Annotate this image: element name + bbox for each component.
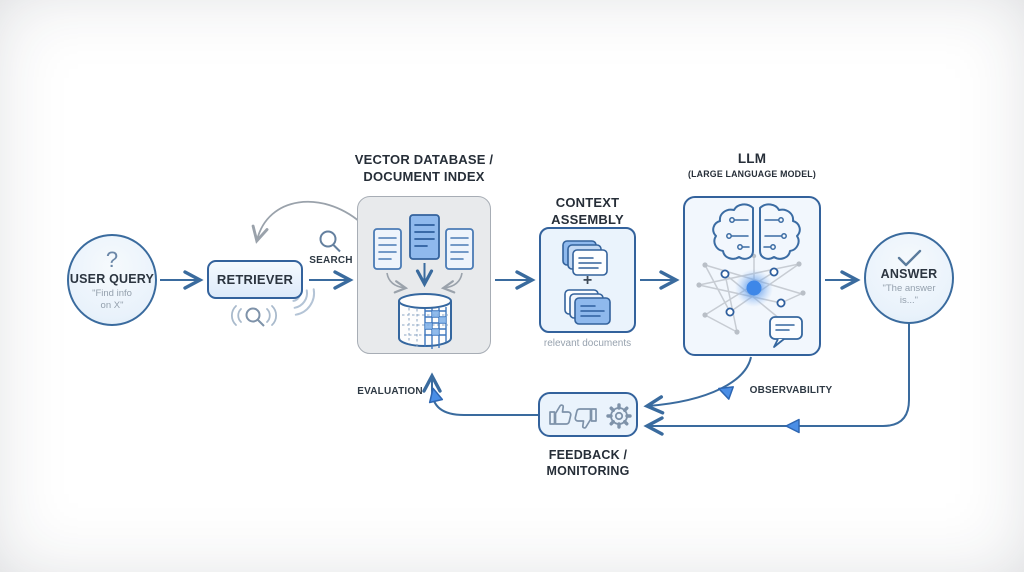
user-query-quote-line1: "Find info [92, 287, 132, 299]
relevant-documents-caption: relevant documents [543, 338, 632, 349]
llm-title: LLM (LARGE LANGUAGE MODEL) [687, 151, 817, 179]
document-icon-center [409, 214, 440, 260]
node-llm [683, 196, 821, 356]
answer-loop-arrowhead [785, 418, 800, 434]
node-context-assembly [539, 227, 636, 333]
node-user-query: ? USER QUERY "Find info on X" [67, 234, 157, 326]
search-edge-label: SEARCH [309, 255, 353, 266]
observability-arrowhead [718, 386, 734, 400]
arrow-rightdoc-to-db [440, 272, 463, 294]
retriever-label: RETRIEVER [216, 272, 294, 287]
evaluation-edge-label: EVALUATION [357, 386, 423, 397]
user-query-label: USER QUERY [69, 271, 155, 286]
node-vector-database [357, 196, 491, 354]
speech-bubble-icon [769, 316, 803, 348]
document-icon-left [373, 228, 402, 270]
answer-label: ANSWER [880, 267, 938, 282]
context-assembly-title: CONTEXT ASSEMBLY [551, 195, 624, 227]
arrow-feedback-to-vectordb-evaluation [422, 372, 539, 416]
feedback-label: FEEDBACK / MONITORING [546, 448, 630, 479]
thumbs-down-icon [574, 408, 597, 429]
database-cylinder-icon [398, 293, 452, 349]
observability-edge-label: OBSERVABILITY [749, 385, 833, 396]
card-stack-bottom-icon [564, 289, 611, 325]
context-assembly-icons [562, 240, 611, 325]
llm-icons [696, 203, 806, 348]
network-graph-icon [696, 253, 806, 335]
vector-db-title: VECTOR DATABASE / DOCUMENT INDEX [354, 152, 494, 184]
user-query-quote-line2: on X" [100, 299, 124, 311]
brain-icon [712, 203, 801, 260]
search-icon [319, 230, 341, 253]
arrow-leftdoc-to-db [386, 272, 409, 294]
feedback-icons [549, 403, 632, 429]
check-icon [897, 249, 922, 267]
node-retriever: RETRIEVER [207, 260, 303, 299]
node-answer: ANSWER "The answer is..." [864, 232, 954, 324]
node-feedback-monitoring [538, 392, 638, 437]
gear-icon [606, 403, 632, 429]
plus-sign: + [582, 272, 593, 289]
document-icon-right [445, 228, 474, 270]
answer-quote-line2: is..." [899, 295, 919, 306]
vector-db-icons [373, 214, 474, 349]
magnifier-sonar-icon [230, 305, 278, 327]
answer-quote-line1: "The answer [882, 283, 936, 295]
question-mark-icon: ? [105, 246, 119, 272]
card-stack-top-icon [562, 240, 608, 276]
arrow-vectordb-return-to-retriever [251, 201, 361, 244]
thumbs-up-icon [549, 404, 572, 425]
arrow-llm-to-feedback-observability [643, 356, 752, 415]
